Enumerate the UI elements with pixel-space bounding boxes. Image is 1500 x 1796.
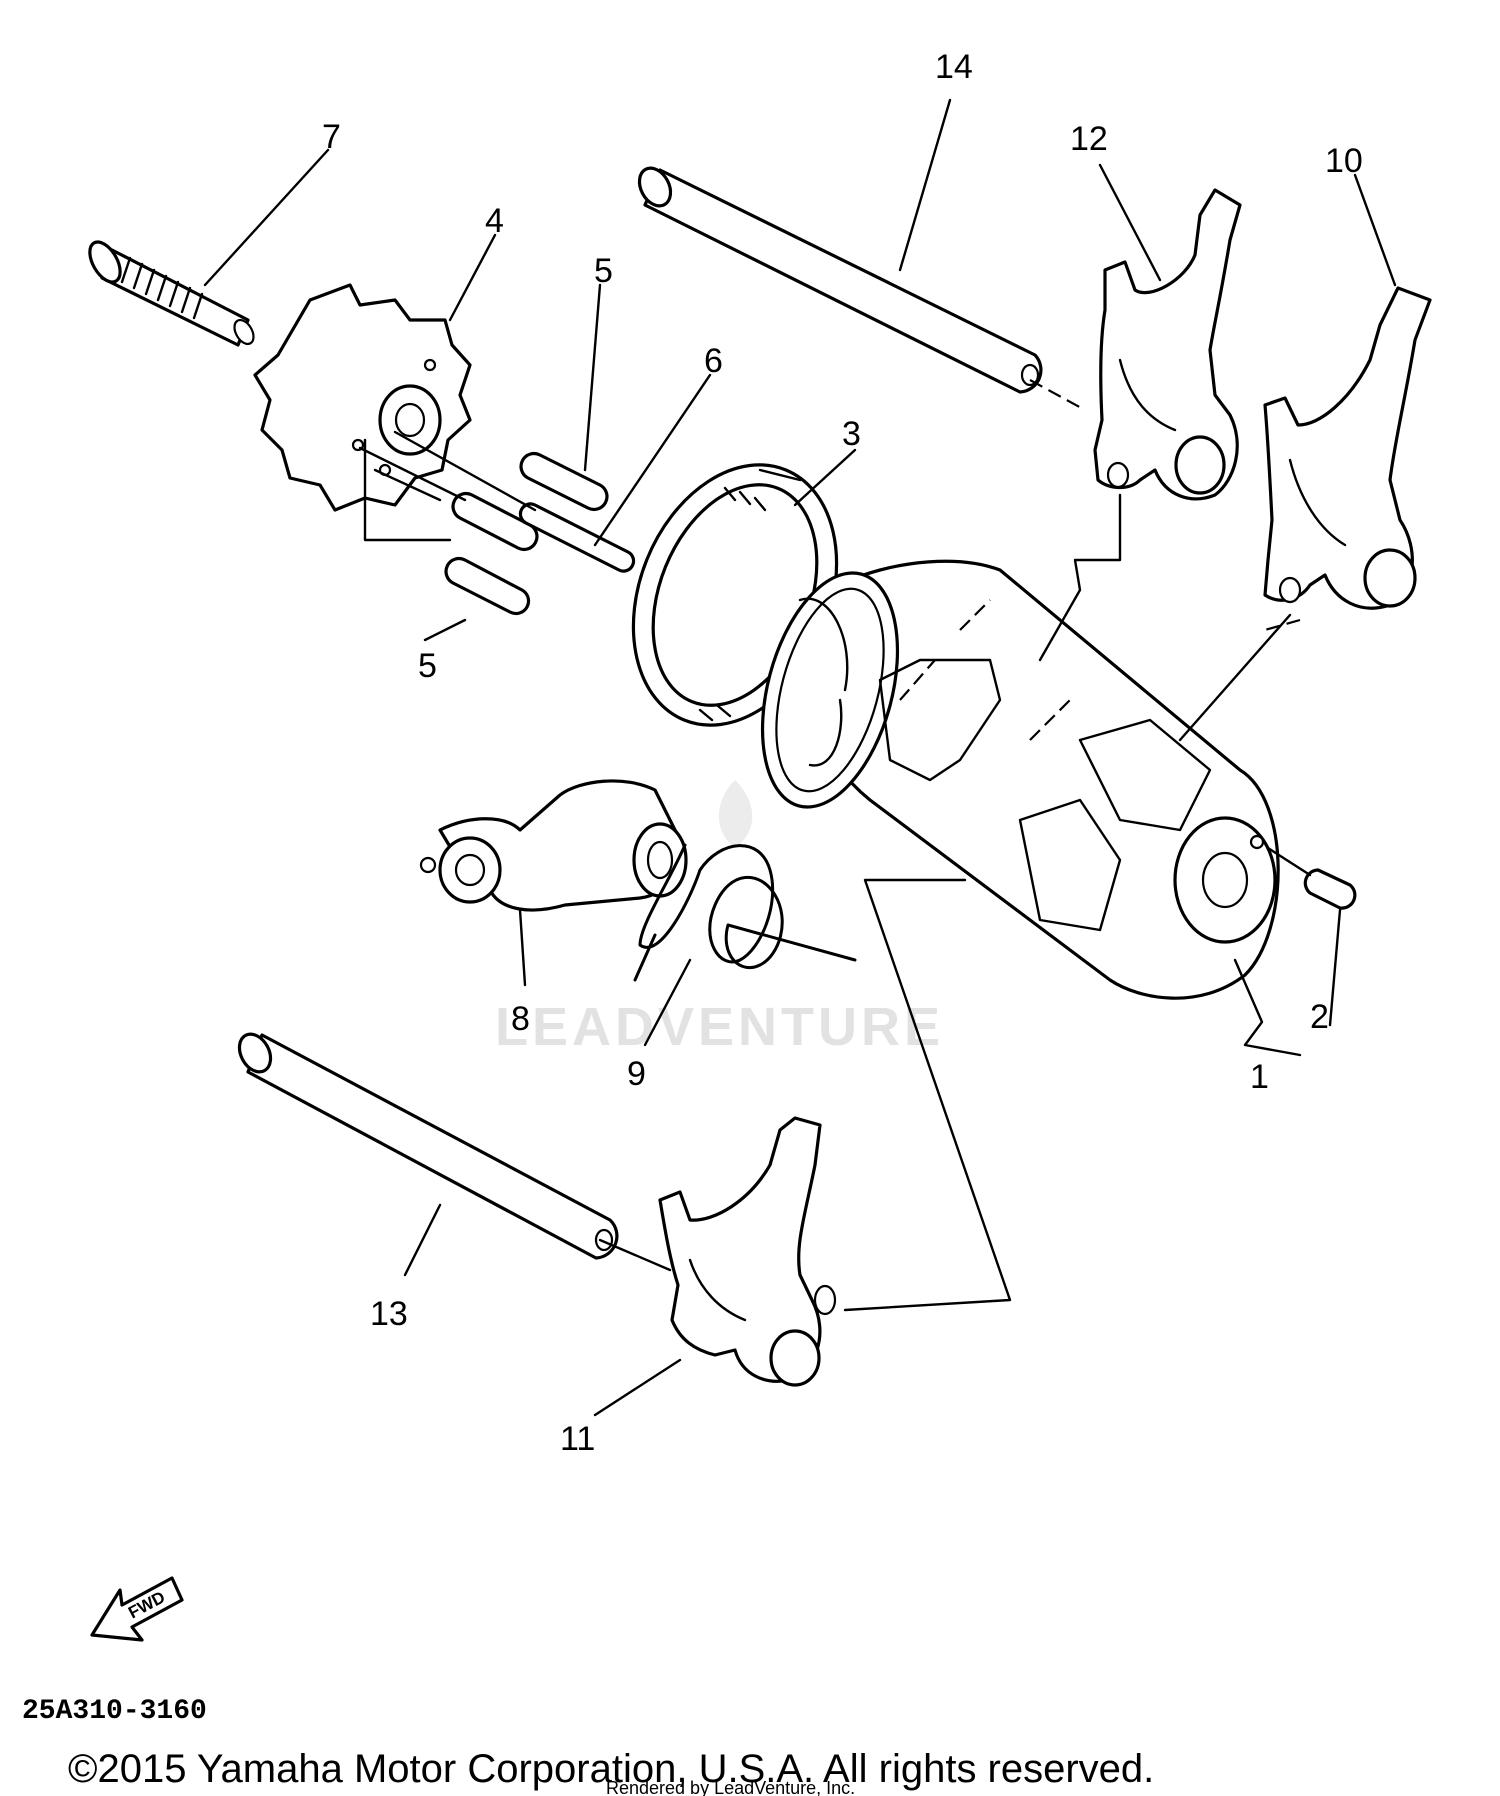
screw (88, 240, 255, 347)
callout-1: 1 (1250, 1058, 1269, 1096)
shift-drum-segment (253, 283, 472, 512)
watermark-text: LEADVENTURE (495, 997, 944, 1057)
diagram-code: 25A310-3160 (22, 1696, 207, 1727)
forward-arrow-icon: FWD (90, 1576, 184, 1642)
dowel-pin-lower (444, 556, 531, 616)
stopper-lever (419, 779, 688, 912)
watermark: LEADVENTURE (495, 780, 944, 1057)
callout-4: 4 (485, 202, 504, 240)
callout-7: 7 (322, 118, 341, 156)
shift-fork-lower (658, 1116, 837, 1387)
shift-fork-upper-right (1263, 286, 1432, 610)
callout-6: 6 (704, 342, 723, 380)
callout-8: 8 (511, 1000, 530, 1038)
callout-10: 10 (1325, 142, 1363, 180)
callout-12: 12 (1070, 120, 1108, 158)
callout-13: 13 (370, 1295, 408, 1333)
callout-5-lower: 5 (418, 647, 437, 685)
callout-5-upper: 5 (594, 252, 613, 290)
callout-3: 3 (842, 415, 861, 453)
shift-fork-upper-left (1093, 188, 1242, 501)
shift-fork-shaft-upper (637, 166, 1043, 394)
shift-fork-shaft-lower (237, 1032, 619, 1260)
assembly-lines (598, 379, 1301, 1312)
shift-drum (760, 559, 1280, 1000)
pin-leader-lines (358, 430, 537, 542)
dowel-pin-middle (451, 491, 539, 552)
dowel-pin-upper (519, 451, 609, 512)
callout-9: 9 (627, 1055, 646, 1093)
copyright-text: ©2015 Yamaha Motor Corporation, U.S.A. A… (68, 1747, 1154, 1791)
callout-14: 14 (935, 48, 973, 86)
drum-pin (1266, 846, 1357, 910)
callout-11: 11 (560, 1420, 595, 1458)
leader-lines (203, 98, 1397, 1417)
torsion-spring (633, 843, 857, 982)
rendered-by-text: Rendered by LeadVenture, Inc. (606, 1778, 855, 1796)
callout-2: 2 (1310, 998, 1329, 1036)
callouts: 1 2 3 4 5 5 6 7 8 9 10 11 12 13 14 (322, 48, 1363, 1458)
